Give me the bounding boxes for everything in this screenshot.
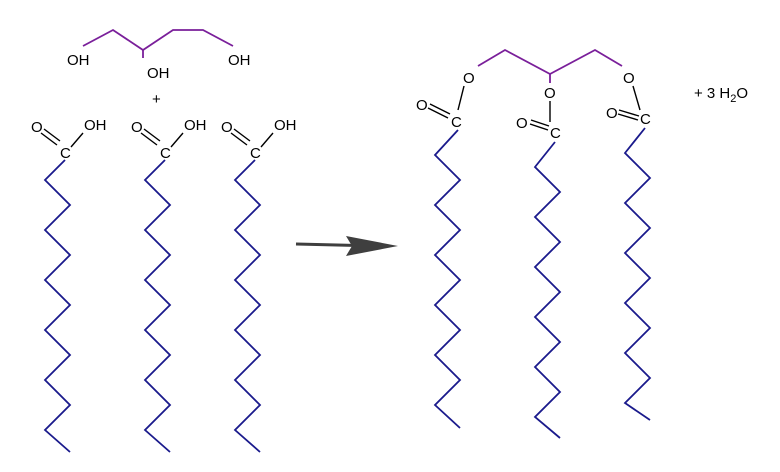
- acid-3-oh-label: OH: [274, 117, 297, 134]
- triglyceride-backbone: [477, 48, 623, 83]
- ester-3-linking-o-label: O: [623, 70, 635, 87]
- water-byproduct: + 3 H2O: [694, 85, 748, 105]
- glycerol-oh-label-2: OH: [147, 65, 170, 82]
- ester-1-linking-o-label: O: [463, 70, 475, 87]
- acid-2-o-label: O: [131, 119, 143, 136]
- glycerol-molecule: OH OH OH: [67, 28, 251, 82]
- ester-chain-2: O O C: [516, 85, 562, 439]
- fatty-acid-1: O C OH: [31, 117, 107, 453]
- acid-2-c-label: C: [160, 145, 171, 162]
- ester-2-c-label: C: [550, 125, 561, 142]
- acid-2-oh-label: OH: [184, 117, 207, 134]
- reaction-arrow: [295, 236, 398, 256]
- ester-chain-3: O O C: [606, 70, 652, 421]
- fatty-acid-2: O C OH: [131, 117, 207, 453]
- ester-chain-1: O O C: [416, 70, 475, 429]
- acid-3-o-label: O: [221, 119, 233, 136]
- plus-sign: +: [152, 91, 161, 108]
- ester-3-c-label: C: [640, 111, 651, 128]
- glycerol-oh-label-1: OH: [67, 52, 90, 69]
- ester-3-o-label: O: [606, 105, 618, 122]
- fatty-acid-3: O C OH: [221, 117, 297, 453]
- acid-3-c-label: C: [250, 145, 261, 162]
- acid-1-o-label: O: [31, 119, 43, 136]
- glycerol-oh-label-3: OH: [228, 52, 251, 69]
- ester-2-linking-o-label: O: [544, 85, 556, 102]
- acid-1-c-label: C: [60, 145, 71, 162]
- ester-2-o-label: O: [516, 115, 528, 132]
- ester-1-o-label: O: [416, 97, 428, 114]
- acid-1-oh-label: OH: [84, 117, 107, 134]
- ester-1-c-label: C: [451, 114, 462, 131]
